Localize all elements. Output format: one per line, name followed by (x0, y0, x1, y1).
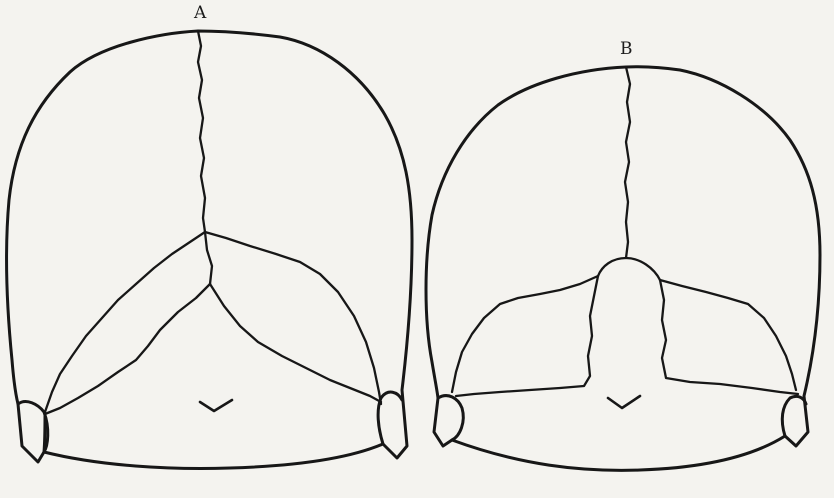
skull-a-lambdoid-right (205, 232, 381, 404)
skull-b-right-ear (782, 396, 806, 436)
skull-b-left-ear (438, 396, 463, 440)
skull-b-sagittal-suture (625, 67, 630, 258)
skull-a-interparietal-right (210, 284, 381, 402)
skull-a-right-ear (378, 392, 402, 444)
skull-a-protuberance-mark (200, 400, 232, 411)
skull-b-figure (426, 67, 820, 471)
skull-a-interparietal-stem (205, 232, 212, 284)
skull-a-figure (7, 31, 412, 468)
skull-b-lambdoid-left (452, 276, 598, 392)
skull-b-outline (426, 67, 820, 471)
skull-b-interparietal-left (456, 276, 598, 396)
skull-a-lambdoid-left (45, 232, 205, 412)
figure-label-a: A (194, 5, 206, 22)
skull-a-sagittal-suture (198, 31, 205, 232)
skull-b-lambdoid-right (660, 280, 796, 390)
skull-a-interparietal-left (45, 284, 210, 414)
skull-b-protuberance-mark (608, 396, 640, 408)
skull-a-left-occipital-margin (44, 414, 45, 452)
skull-b-interparietal-top (598, 258, 660, 280)
figure-label-b: B (620, 41, 633, 58)
